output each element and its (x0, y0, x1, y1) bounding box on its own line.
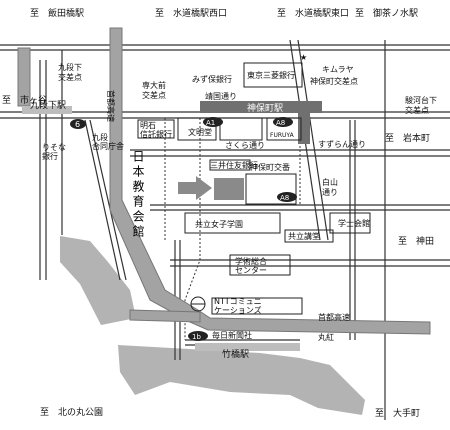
street-shuto-lower: 首都高速 (318, 312, 350, 322)
exit-a1-badge: A1 (203, 117, 223, 127)
street-suzuran: すずらん通り (318, 139, 366, 149)
svg-text:6: 6 (75, 120, 80, 129)
direction-suidobashi-west: 至 水道橋駅西口 (155, 7, 227, 19)
label-kudan-gov: 九段 合同庁舎 (92, 132, 124, 151)
exit-6-badge: 6 (70, 119, 86, 129)
direction-suidobashi-east: 至 水道橋駅東口 (277, 7, 349, 19)
street-hakusan: 白山 通り (322, 177, 341, 197)
label-kyoritsu-hall: 共立講堂 (288, 231, 320, 241)
direction-ichigaya: 至 市ヶ谷 (2, 94, 47, 106)
svg-text:A1: A1 (206, 119, 215, 127)
label-tokyo-mitsubishi: 東京三菱銀行 (247, 70, 295, 80)
direction-ochanomizu: 至 御茶ノ水駅 (355, 7, 418, 19)
label-risona: りそな 銀行 (42, 143, 69, 161)
label-meishu: 明石 信託銀行 (140, 121, 172, 139)
station-bars (22, 101, 322, 351)
exit-a8-badge: A8 (273, 117, 293, 127)
station-kudanshita: 九段下駅 (30, 99, 66, 111)
station-jimbocho: 神保町駅 (247, 102, 283, 114)
street-yasukuni: 靖国通り (205, 91, 237, 101)
label-furuya: FURUYA (270, 132, 295, 139)
svg-text:1b: 1b (192, 333, 201, 341)
svg-text:A8: A8 (276, 119, 285, 127)
exit-1b-badge: 1b (188, 331, 208, 341)
direction-kitanomaru: 至 北の丸公園 (40, 406, 103, 418)
intersection-sendaibori: 専大前 交差点 (142, 80, 169, 100)
label-ntt: NTTコミュニ ケーションズ (214, 297, 264, 315)
street-sakura: さくら通り (225, 140, 265, 150)
moat-area (60, 236, 365, 415)
street-shuto: 首都高速 (106, 90, 116, 122)
label-sanwa: 三井住友銀行 (210, 160, 258, 170)
intersection-kudanshita: 九段下 交差点 (58, 62, 85, 82)
label-kyoritsu-girls: 共立女子学園 (195, 219, 243, 229)
intersection-jimbocho-koban: 神保町交番 (250, 162, 290, 172)
label-gakushikaikan: 学士会館 (338, 218, 370, 228)
direction-iidabashi: 至 飯田橋駅 (30, 7, 84, 19)
ntt-logo-icon (190, 296, 206, 312)
exit-badges: 6 A1 A8 A8 1b (70, 117, 297, 341)
nihon-kyoiku-kaikan-building (214, 178, 244, 200)
street-misuzu: みず保銀行 (192, 74, 232, 84)
label-gakujutsu: 学術総合 センター (235, 256, 270, 275)
direction-iwamotocho: 至 岩本町 (385, 132, 430, 144)
direction-kanda: 至 神田 (398, 235, 434, 247)
label-kimuraya-star: ★ (300, 53, 307, 62)
direction-otemachi: 至 大手町 (375, 407, 420, 419)
label-nihon-kyoiku-kaikan: 日本教育会館 (131, 150, 145, 240)
label-marubeni: 丸紅 (318, 332, 334, 342)
exit-a8-badge-2: A8 (277, 192, 297, 202)
label-bunmeido: 文明堂 (188, 127, 212, 137)
label-mainichi: 毎日新聞社 (212, 330, 252, 340)
intersection-kimuraya: キムラヤ 神保町交差点 (310, 65, 358, 86)
station-takebashi: 竹橋駅 (222, 348, 249, 360)
target-arrow-icon (178, 176, 212, 200)
intersection-surugadai: 駿河台下 交差点 (405, 95, 440, 115)
svg-text:A8: A8 (280, 194, 289, 202)
